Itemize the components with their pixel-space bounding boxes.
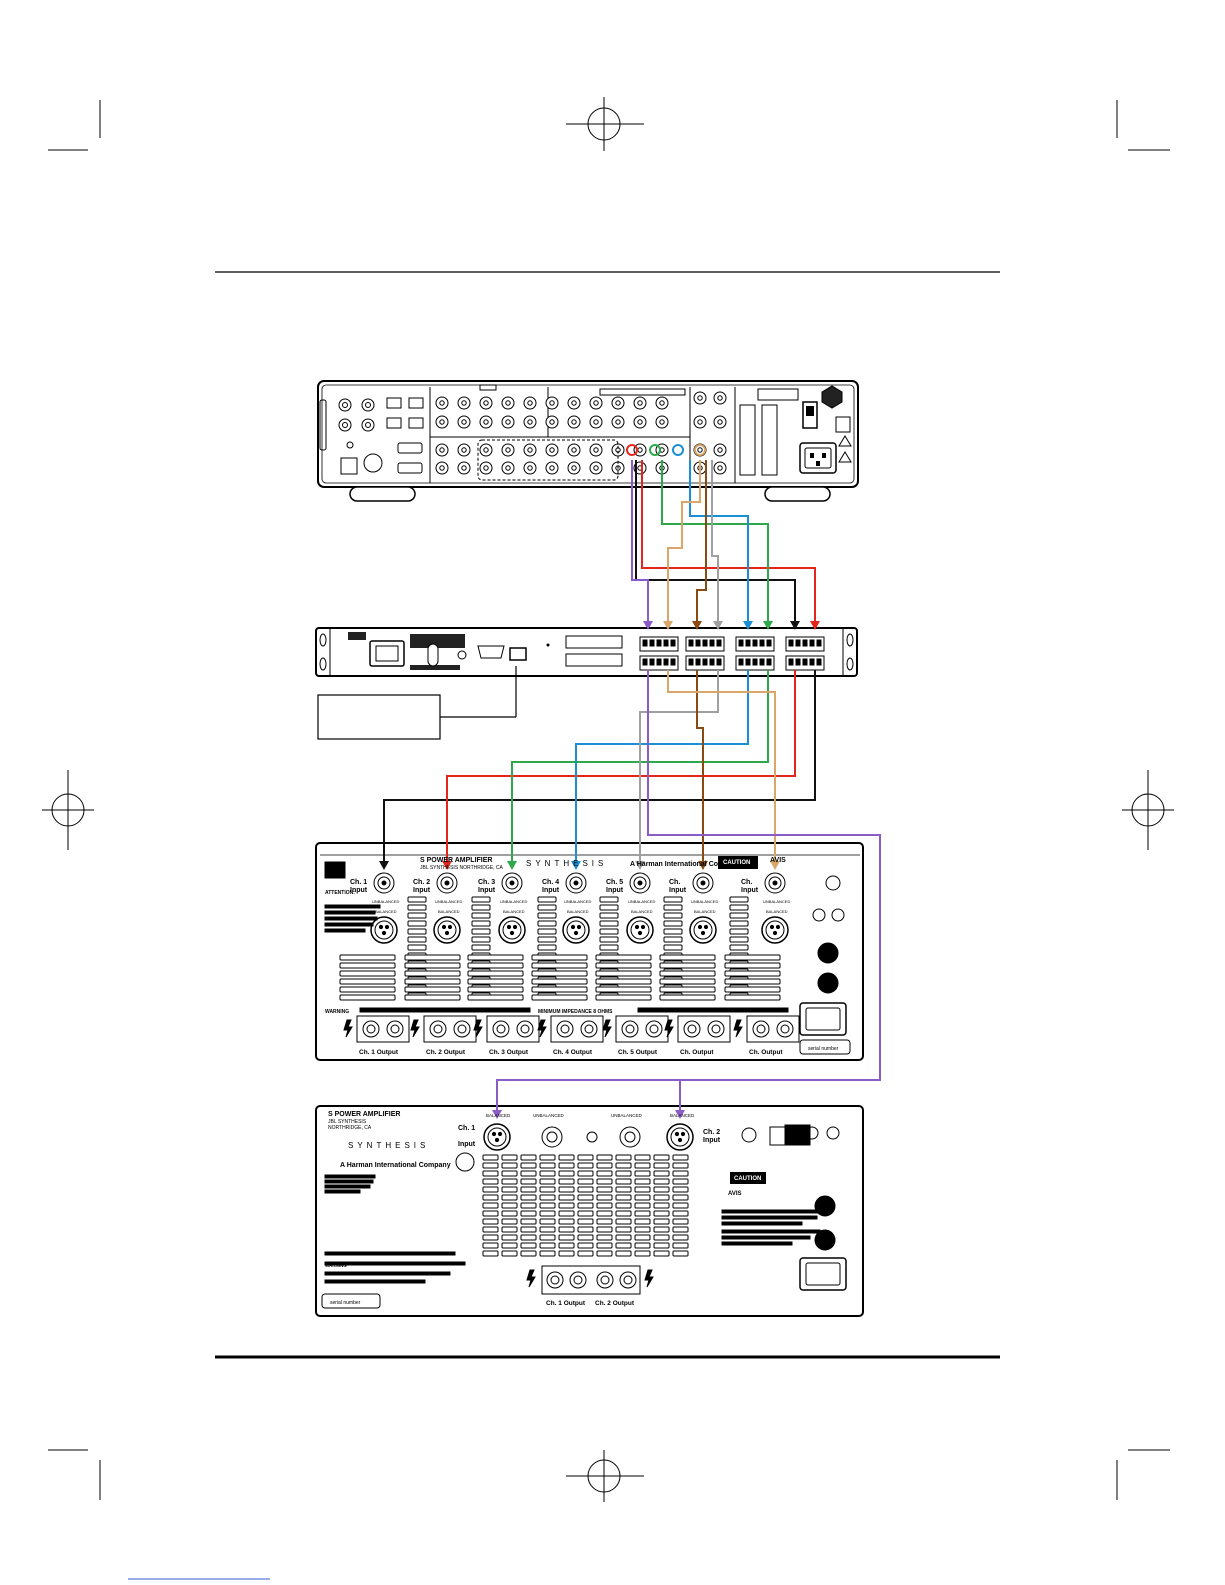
amp7-unbalanced-label: UNBALANCED [564, 899, 591, 904]
amp2-location-1: JBL SYNTHESIS [328, 1119, 367, 1125]
amp7-unbalanced-label: UNBALANCED [628, 899, 655, 904]
amp7-attention: ATTENTION: [325, 890, 355, 896]
amp2-output-1: Ch. 1 Output [546, 1300, 586, 1307]
amp2-caution: CAUTION [734, 1176, 761, 1182]
amp7-location: JBL SYNTHESIS NORTHRIDGE, CA [420, 865, 503, 871]
amp7-output-label: Ch. 2 Output [426, 1049, 466, 1056]
amp2-output-2: Ch. 2 Output [595, 1300, 635, 1307]
amp7-unbalanced-label: UNBALANCED [500, 899, 527, 904]
amp7-channel-label: Ch. 3 [478, 879, 495, 886]
amp7-balanced-label: BALANCED [438, 909, 460, 914]
amp2-balanced-2: BALANCED [670, 1113, 695, 1118]
amp7-unit [315, 842, 864, 1061]
amp7-unbalanced-label: UNBALANCED [763, 899, 790, 904]
amp7-channel-sub: Input [741, 887, 759, 894]
amp7-balanced-label: BALANCED [503, 909, 525, 914]
registration-mark-bottom [566, 1450, 644, 1502]
amp7-balanced-label: BALANCED [631, 909, 653, 914]
amp7-channel-sub: Input [478, 887, 496, 894]
processor-unit [317, 380, 859, 502]
amp7-channel-sub: Input [542, 887, 560, 894]
amp2-location-2: NORTHRIDGE, CA [328, 1125, 372, 1131]
amp7-output-label: Ch. Output [749, 1049, 783, 1056]
amp2-serial: serial number [330, 1300, 361, 1306]
amp7-balanced-label: BALANCED [567, 909, 589, 914]
amp7-balanced-label: BALANCED [694, 909, 716, 914]
amp2-unit [315, 1105, 864, 1317]
amp2-harman: A Harman International Company [340, 1162, 451, 1169]
amp2-unbalanced-2: UNBALANCED [611, 1113, 643, 1118]
amp7-channel-label: Ch. 5 [606, 879, 623, 886]
amp2-unbalanced-1: UNBALANCED [533, 1113, 565, 1118]
wires-processor-to-crossover [631, 460, 816, 622]
amp7-output-label: Ch. Output [680, 1049, 714, 1056]
amp7-warning: WARNING [325, 1009, 349, 1015]
amp7-unbalanced-label: UNBALANCED [372, 899, 399, 904]
amp7-channel-sub: Input [669, 887, 687, 894]
amp7-channel-sub: Input [606, 887, 624, 894]
amp2-brand: S POWER AMPLIFIER [328, 1111, 400, 1118]
crop-marks [48, 100, 1170, 1500]
amp7-balanced-label: BALANCED [766, 909, 788, 914]
amp2-avis: AVIS [728, 1191, 742, 1197]
amp7-balanced-label: BALANCED [375, 909, 397, 914]
amp7-output-label: Ch. 5 Output [618, 1049, 658, 1056]
amp7-output-label: Ch. 4 Output [553, 1049, 593, 1056]
amp2-ch2-sub: Input [703, 1137, 721, 1144]
crossover-unit [315, 627, 858, 677]
wire-arrows-top [643, 621, 820, 630]
amp7-min-impedance: MINIMUM IMPEDANCE 8 OHMS [538, 1009, 613, 1015]
registration-mark-top [566, 97, 644, 151]
amp7-channel-label: Ch. [741, 879, 752, 886]
amp2-ch1-sub: Input [458, 1141, 476, 1148]
amp2-warning: WARNING [325, 1263, 347, 1268]
amp7-harman: A Harman International Company [630, 861, 741, 868]
amp7-caution: CAUTION [723, 860, 750, 866]
amp7-channel-label: Ch. 4 [542, 879, 559, 886]
amp2-balanced-1: BALANCED [486, 1113, 511, 1118]
amp7-output-label: Ch. 1 Output [359, 1049, 399, 1056]
amp7-unbalanced-label: UNBALANCED [435, 899, 462, 904]
amp7-serial: serial number [808, 1046, 839, 1052]
amp7-channel-label: Ch. [669, 879, 680, 886]
amp2-ch1-label: Ch. 1 [458, 1125, 475, 1132]
amp7-channel-sub: Input [350, 887, 368, 894]
label-box [317, 694, 441, 740]
amp2-ch2-label: Ch. 2 [703, 1129, 720, 1136]
amp7-avis: AVIS [770, 857, 786, 864]
amp7-channel-sub: Input [413, 887, 431, 894]
wire-arrows-amp7 [379, 861, 780, 1119]
registration-mark-left [42, 770, 94, 850]
amp7-channel-label: Ch. 2 [413, 879, 430, 886]
amp2-logo: SYNTHESIS [348, 1141, 429, 1150]
amp7-brand: S POWER AMPLIFIER [420, 857, 492, 864]
wires-crossover-to-amps [383, 670, 881, 1110]
amp7-logo: SYNTHESIS [526, 859, 607, 868]
registration-mark-right [1122, 770, 1174, 850]
amp7-channel-label: Ch. 1 [350, 879, 367, 886]
amp7-unbalanced-label: UNBALANCED [691, 899, 718, 904]
amp7-output-label: Ch. 3 Output [489, 1049, 529, 1056]
